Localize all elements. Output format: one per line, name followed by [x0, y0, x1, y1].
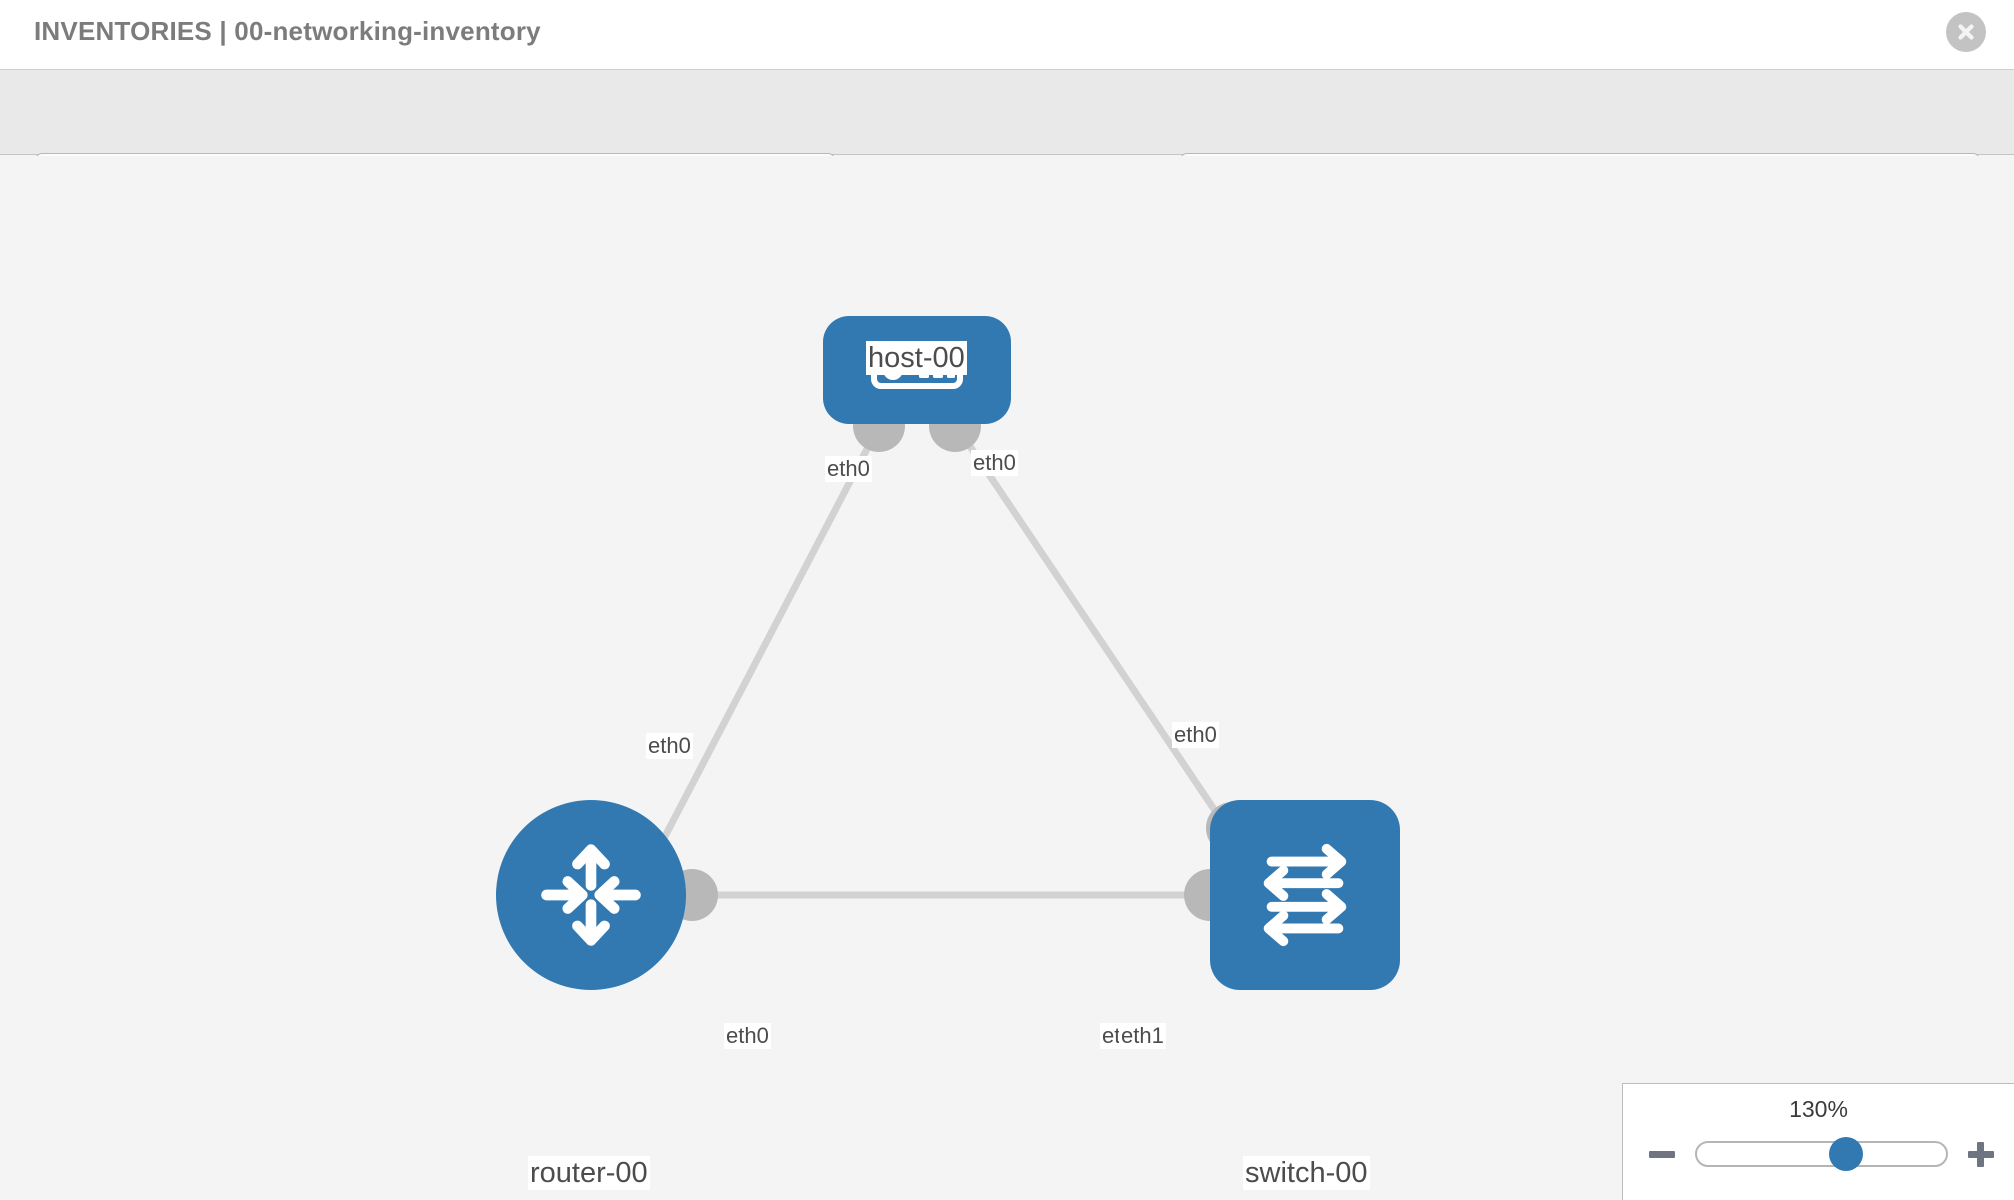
edge-label-switch-et: et	[1100, 1023, 1123, 1049]
topology-canvas[interactable]: host-00 router-00 switch-00 eth0 eth0 et…	[0, 156, 2014, 1200]
edge-label-switch-eth0-up: eth0	[1172, 722, 1219, 748]
zoom-control-panel: 130%	[1622, 1083, 2014, 1200]
node-label-router-00: router-00	[528, 1156, 650, 1190]
topology-node-switch-00[interactable]	[1210, 800, 1400, 990]
zoom-level-label: 130%	[1789, 1096, 1848, 1122]
edge-label-router-eth0-up: eth0	[646, 733, 693, 759]
edge-host-router	[656, 422, 884, 848]
zoom-out-button[interactable]	[1645, 1137, 1679, 1171]
switch-arrows-icon	[1263, 843, 1347, 947]
page-title: INVENTORIES | 00-networking-inventory	[34, 16, 541, 46]
topology-node-router-00[interactable]	[496, 800, 686, 990]
edge-host-switch	[952, 422, 1235, 838]
topology-edges	[656, 422, 1235, 899]
edge-label-host-eth0-right: eth0	[971, 450, 1018, 476]
zoom-slider-track[interactable]	[1695, 1137, 1948, 1171]
edge-label-host-eth0-left: eth0	[825, 456, 872, 482]
edge-label-router-eth0: eth0	[724, 1023, 771, 1049]
topology-graph	[656, 400, 1258, 921]
router-arrows-icon	[541, 844, 641, 946]
zoom-slider-thumb[interactable]	[1829, 1137, 1864, 1171]
toolbar: ACTIONS SEARCH	[0, 70, 2014, 206]
edge-label-switch-eth1: eth1	[1119, 1023, 1166, 1049]
node-label-switch-00: switch-00	[1243, 1156, 1370, 1190]
page-header: INVENTORIES | 00-networking-inventory	[0, 0, 2014, 70]
node-label-host-00: host-00	[866, 341, 967, 375]
zoom-in-button[interactable]	[1964, 1137, 1998, 1171]
close-icon[interactable]	[1946, 12, 1986, 52]
